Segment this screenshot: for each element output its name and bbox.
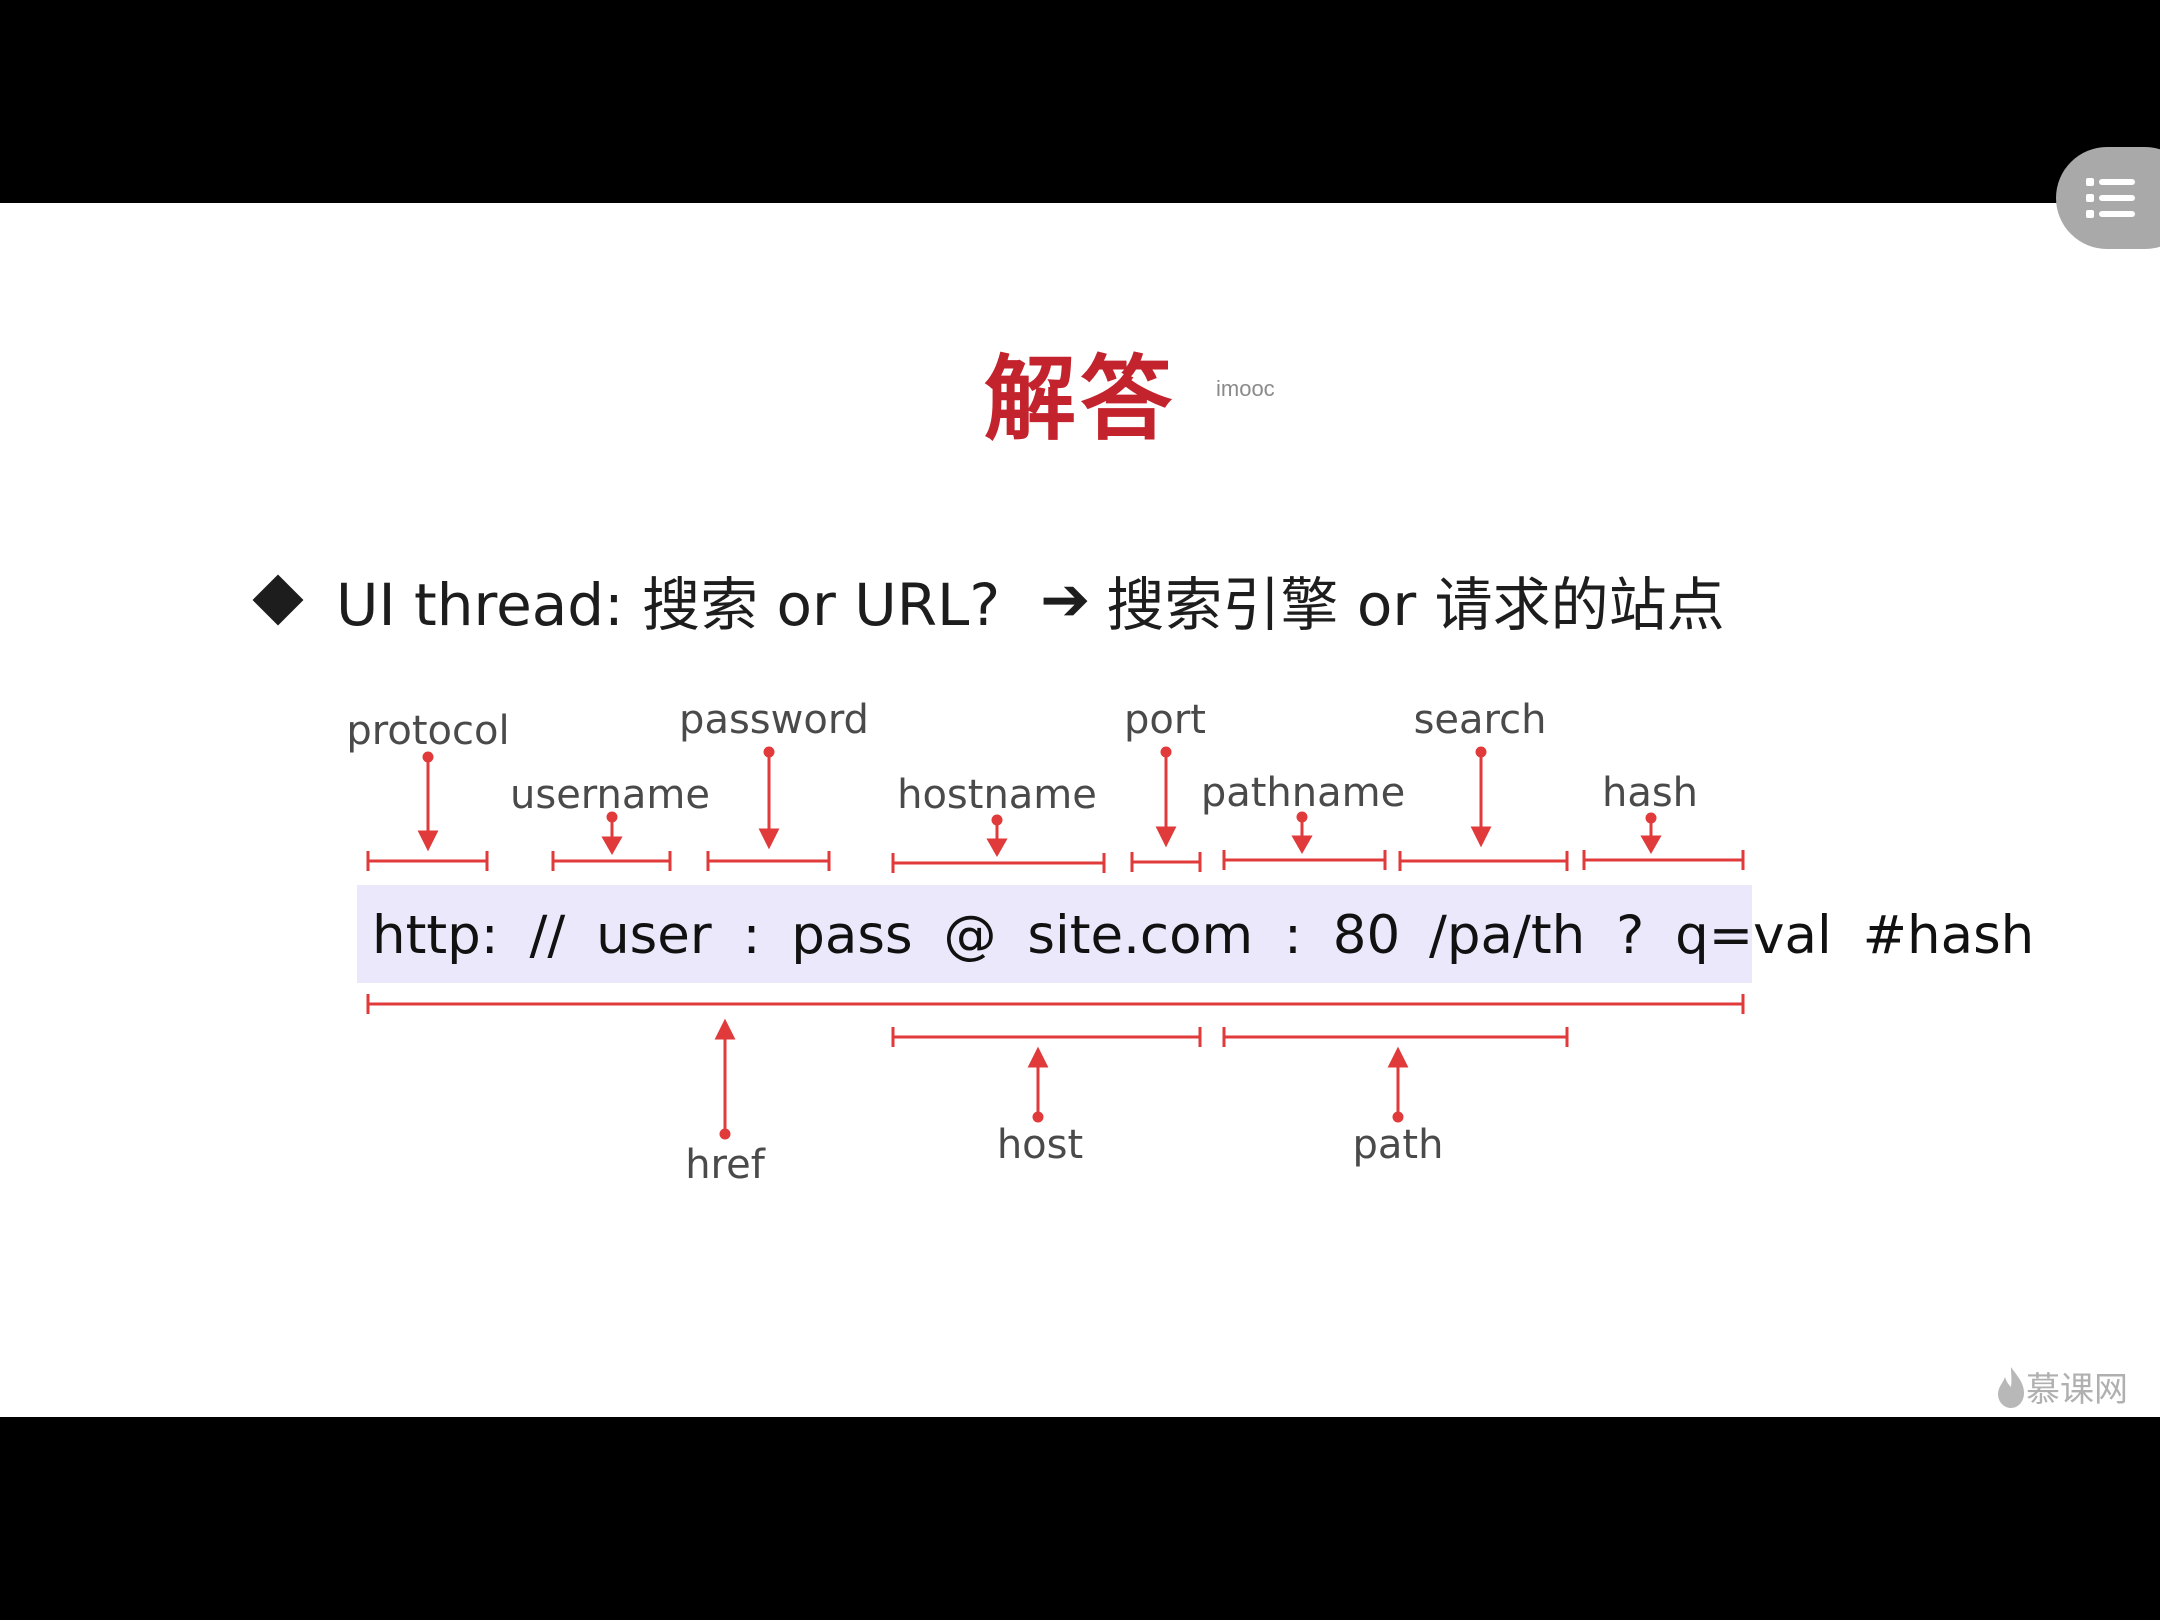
bracket-search — [1398, 851, 1569, 871]
bracket-hash — [1582, 850, 1745, 870]
arrow-path — [1387, 1046, 1409, 1123]
flame-icon — [1998, 1366, 2024, 1408]
label-href: href — [685, 1142, 766, 1188]
arrow-href — [714, 1018, 736, 1140]
url-part-path: /pa/th — [1429, 905, 1585, 966]
imooc-watermark: imooc — [1216, 376, 1275, 401]
arrow-username — [601, 811, 623, 856]
label-host: host — [997, 1122, 1083, 1168]
label-password: password — [679, 697, 869, 743]
bracket-port — [1130, 852, 1202, 872]
label-protocol: protocol — [346, 708, 509, 754]
label-username: username — [510, 772, 710, 818]
bracket-password — [706, 851, 831, 871]
bracket-username — [551, 851, 672, 871]
url-part-protocol: http: — [372, 905, 499, 966]
url-part-slashes: // — [530, 905, 566, 966]
url-part-hash: #hash — [1863, 905, 2035, 966]
url-part-user: user — [596, 905, 712, 966]
bullet-question: UI thread: 搜索 or URL? — [336, 571, 1001, 639]
label-port: port — [1124, 697, 1206, 743]
bracket-hostname — [891, 853, 1106, 873]
arrow-password — [758, 746, 780, 850]
url-part-colon2: : — [1284, 905, 1302, 966]
slide-canvas — [0, 203, 2160, 1417]
url-part-pass: pass — [791, 905, 912, 966]
url-part-question: ? — [1616, 905, 1644, 966]
arrow-hostname — [986, 814, 1008, 858]
arrow-protocol — [417, 751, 439, 852]
label-search: search — [1414, 697, 1547, 743]
arrow-right-icon: ➔ — [1040, 565, 1091, 635]
bullet-answer: 搜索引擎 or 请求的站点 — [1106, 571, 1725, 639]
url-part-host: site.com — [1027, 905, 1253, 966]
bracket-path — [1222, 1027, 1569, 1047]
arrow-host — [1027, 1046, 1049, 1123]
url-part-colon: : — [743, 905, 761, 966]
bracket-protocol — [366, 851, 489, 871]
arrow-hash — [1640, 812, 1662, 855]
bracket-pathname — [1222, 850, 1387, 870]
arrow-search — [1470, 746, 1492, 848]
list-icon — [2086, 178, 2135, 218]
url-part-port: 80 — [1333, 905, 1400, 966]
imooc-logo: 慕课网 — [1996, 1362, 2128, 1411]
video-letterbox-top — [0, 0, 2160, 203]
bracket-href — [366, 994, 1745, 1014]
video-letterbox-bottom — [0, 1417, 2160, 1620]
logo-text: 慕课网 — [2026, 1370, 2128, 1410]
label-hostname: hostname — [897, 772, 1097, 818]
url-part-at: @ — [944, 905, 997, 966]
url-part-query: q=val — [1675, 905, 1832, 966]
label-hash: hash — [1602, 770, 1698, 816]
url-example-text: http: // user : pass @ site.com : 80 /pa… — [372, 905, 2034, 966]
arrow-pathname — [1291, 811, 1313, 855]
slide-title: 解答 — [983, 346, 1176, 453]
arrow-port — [1155, 746, 1177, 848]
url-highlight-box — [357, 885, 1752, 983]
bullet-line: UI thread: 搜索 or URL? ➔ 搜索引擎 or 请求的站点 — [250, 560, 1725, 640]
playlist-menu-button[interactable] — [2056, 147, 2160, 249]
label-pathname: pathname — [1201, 770, 1405, 816]
label-path: path — [1353, 1122, 1444, 1168]
bracket-host — [891, 1027, 1202, 1047]
